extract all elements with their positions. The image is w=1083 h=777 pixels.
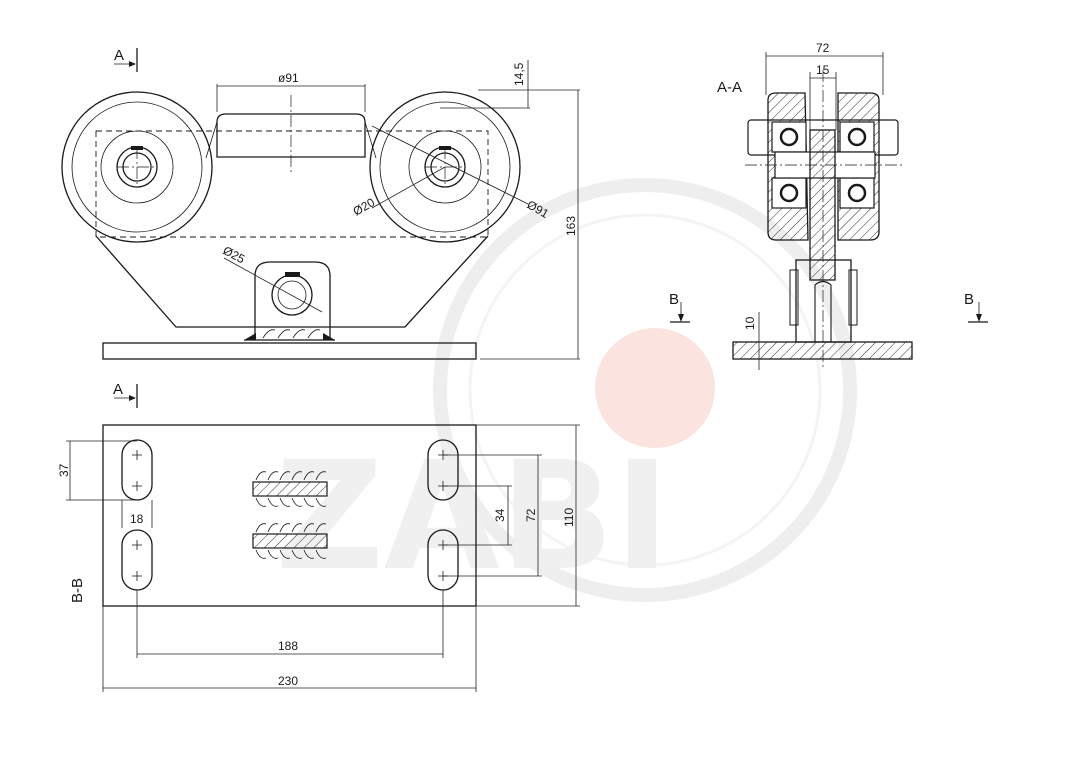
dim-total-height: 163 [564,216,578,236]
side-view: ø91 14,5 163 Ø20 Ø91 Ø25 A [61,47,580,360]
dim-plate-10: 10 [743,316,757,330]
dim-hole-spacing: 188 [278,639,298,653]
watermark-ring [433,178,857,602]
section-mark-b-left: B [669,291,679,308]
section-mark-a-top: A [114,47,124,64]
watermark-dot [595,328,715,448]
dim-outer-spacing: 72 [524,508,538,522]
dim-slot-pitch: 37 [57,463,71,477]
section-mark-a-bottom: A [113,381,123,398]
section-bb-view: B-B A 37 18 [57,381,580,692]
section-aa-title: A-A [717,79,742,96]
watermark-text: ZABI [275,430,670,604]
watermark: ZABI [275,178,857,604]
dim-web-15: 15 [816,63,830,77]
dim-length: 230 [278,674,298,688]
dim-top-offset: 14,5 [512,62,526,86]
section-aa-view: A-A 72 15 10 [669,41,988,370]
base-plate [732,341,913,360]
dim-roller-left-diam: ø91 [278,71,299,85]
base-plate-top [102,424,477,607]
section-mark-b-right: B [964,291,974,308]
dim-width-72: 72 [816,41,830,55]
section-bb-title: B-B [69,578,86,603]
web [809,129,836,281]
dim-inner-spacing: 34 [493,508,507,522]
watermark-ring-inner [468,213,822,567]
dim-axle-diam: Ø20 [351,195,378,219]
dim-pin-diam: Ø25 [221,243,248,266]
slot-top-right [427,439,459,501]
dim-slot-width: 18 [130,512,144,526]
dim-depth: 110 [562,508,576,527]
